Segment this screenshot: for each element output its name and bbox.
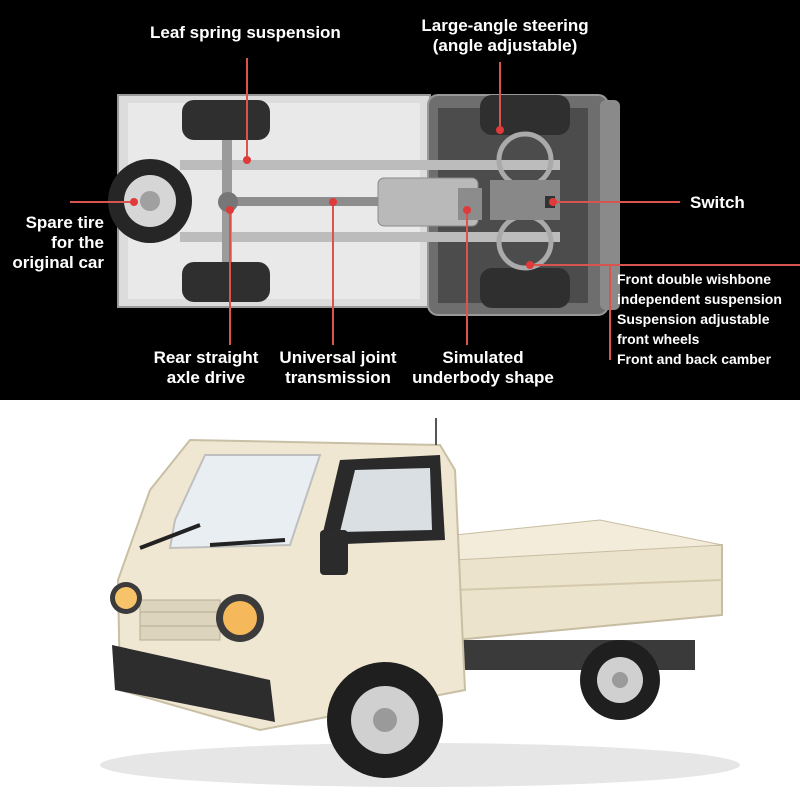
callout-universal-joint-line1: Universal joint [279,348,397,367]
front-feature-1: Front double wishbone [617,271,771,287]
callout-universal-joint-line2: transmission [285,368,391,387]
callout-universal-joint: Universal joint transmission [272,348,404,388]
callout-underbody-line1: Simulated [442,348,524,367]
front-feature-5: Front and back camber [617,351,772,367]
callout-underbody: Simulated underbody shape [404,348,562,388]
underbody-illustration [70,58,800,360]
callout-spare-tire-line2: for the [51,233,104,252]
callout-front-features: Front double wishbone independent suspen… [617,269,782,369]
callout-rear-axle: Rear straight axle drive [140,348,272,388]
callout-spare-tire-line3: original car [12,253,104,272]
callout-switch: Switch [690,193,745,212]
callout-spare-tire: Spare tire for the original car [0,213,104,273]
callout-leaf-spring: Leaf spring suspension [150,23,341,42]
callout-spare-tire-line1: Spare tire [25,213,104,232]
callout-rear-axle-line1: Rear straight [153,348,259,367]
callout-steering-line1: Large-angle steering [421,16,589,35]
truck-illustration [100,418,740,787]
callout-rear-axle-line2: axle drive [166,368,246,387]
front-feature-4: front wheels [617,331,700,347]
truck-photo-panel [0,400,800,800]
callout-steering: Large-angle steering (angle adjustable) [405,16,605,56]
front-feature-3: Suspension adjustable [617,311,770,327]
callout-steering-line2: (angle adjustable) [432,36,578,55]
front-feature-2: independent suspension [617,291,782,307]
underbody-panel: Leaf spring suspension Large-angle steer… [0,0,800,400]
callout-underbody-line2: underbody shape [412,368,554,387]
